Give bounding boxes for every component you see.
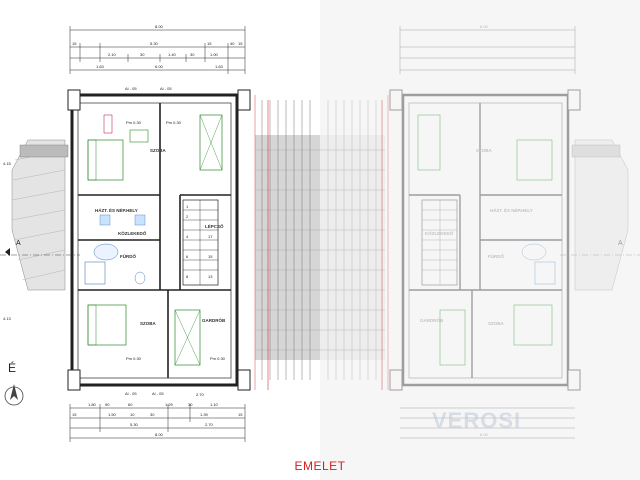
- dim-d3: 60: [128, 402, 133, 407]
- area-tag-2: Pm 0.30: [166, 120, 182, 125]
- dim-d2: 90: [105, 402, 110, 407]
- dim-c1: 1.63: [96, 64, 105, 69]
- compass-label: É: [8, 360, 16, 375]
- section-strip: [255, 100, 385, 390]
- window-tag-2: Al - 05: [160, 86, 172, 91]
- dim-total-top: 8.00: [155, 24, 164, 29]
- room-label-bathroom-right: FÜRDŐ: [488, 253, 504, 259]
- dim-g1-right: 8.00: [480, 432, 489, 437]
- dim-e2: 1.50: [108, 412, 117, 417]
- room-label-bedroom-top: SZOBA: [150, 148, 167, 153]
- stair-step-1: 1: [186, 204, 189, 209]
- room-label-bedroom-top-right: SZOBA: [476, 148, 493, 153]
- dim-c2: 6.00: [155, 64, 164, 69]
- room-label-storage-right: HÁZT. ÉS NÉP.HELY: [490, 206, 533, 213]
- stair-step-2: 2: [186, 214, 189, 219]
- section-marker-left: A: [16, 240, 21, 247]
- dim-d5: 30: [188, 402, 193, 407]
- dim-e4: 30: [150, 412, 155, 417]
- dim-e1: 15: [72, 412, 77, 417]
- dim-a3: 15: [207, 41, 212, 46]
- stair-step-8: 8: [186, 274, 189, 279]
- dim-d1: 1.80: [88, 402, 97, 407]
- dim-side-lower: 4.13: [3, 316, 12, 321]
- section-marker-right: A: [618, 240, 623, 247]
- dim-a5: 15: [238, 41, 243, 46]
- floor-label: EMELET: [294, 459, 346, 473]
- room-label-storage: HÁZT. ÉS NÉP.HELY: [95, 206, 138, 213]
- area-tag-3: Pm 0.30: [126, 356, 142, 361]
- stair-step-4: 4: [186, 234, 189, 239]
- dim-a4: 40: [230, 41, 235, 46]
- dim-e6: 15: [238, 412, 243, 417]
- dim-c3: 1.63: [215, 64, 224, 69]
- dim-a2: 5.30: [150, 41, 159, 46]
- dim-d4: 1.29: [165, 402, 174, 407]
- dim-d7: 2.70: [196, 392, 205, 397]
- dim-side-upper: 4.15: [3, 161, 12, 166]
- room-label-dressing: GARDRÓB: [202, 316, 226, 323]
- right-plan: 8.00 A SZOBA HÁZT. ÉS NÉ: [389, 24, 640, 439]
- area-tag-1: Pm 0.30: [126, 120, 142, 125]
- dim-b5: 1.00: [210, 52, 219, 57]
- dim-e5: 1.39: [200, 412, 209, 417]
- watermark-logo: VEROSI: [432, 408, 522, 433]
- room-label-stair: LÉPCSŐ: [205, 222, 224, 229]
- dim-b4: 30: [190, 52, 195, 57]
- stair-step-15: 15: [208, 254, 213, 259]
- room-label-bathroom: FÜRDŐ: [120, 253, 136, 259]
- dim-e3: 10: [130, 412, 135, 417]
- window-tag-3: Al - 05: [125, 391, 137, 396]
- dim-f1: 5.30: [130, 422, 139, 427]
- dim-total-top-right: 8.00: [480, 24, 489, 29]
- left-plan: 8.00 15 5.30 15 40 15 2.10 30 1.40 30 1.…: [0, 24, 251, 442]
- stair-step-13: 13: [208, 274, 213, 279]
- dim-d6: 1.10: [210, 402, 219, 407]
- room-label-bedroom-bottom: SZOBA: [140, 321, 157, 326]
- stair-step-6: 6: [186, 254, 189, 259]
- stair-step-17: 17: [208, 234, 213, 239]
- dim-a1: 15: [72, 41, 77, 46]
- dim-b2: 30: [140, 52, 145, 57]
- dim-b1: 2.10: [108, 52, 117, 57]
- dim-g1: 8.00: [155, 432, 164, 437]
- window-tag-4: Al - 05: [152, 391, 164, 396]
- room-label-dressing-right: GARDRÓB: [420, 316, 444, 323]
- room-label-hall: KÖZLEKEDŐ: [118, 230, 147, 236]
- dim-b3: 1.40: [168, 52, 177, 57]
- room-label-hall-right: KÖZLEKEDŐ: [425, 230, 454, 236]
- area-tag-4: Pm 0.30: [210, 356, 226, 361]
- dim-f2: 2.70: [205, 422, 214, 427]
- room-label-bedroom-bottom-right: SZOBA: [488, 321, 505, 326]
- window-tag-1: Al - 05: [125, 86, 137, 91]
